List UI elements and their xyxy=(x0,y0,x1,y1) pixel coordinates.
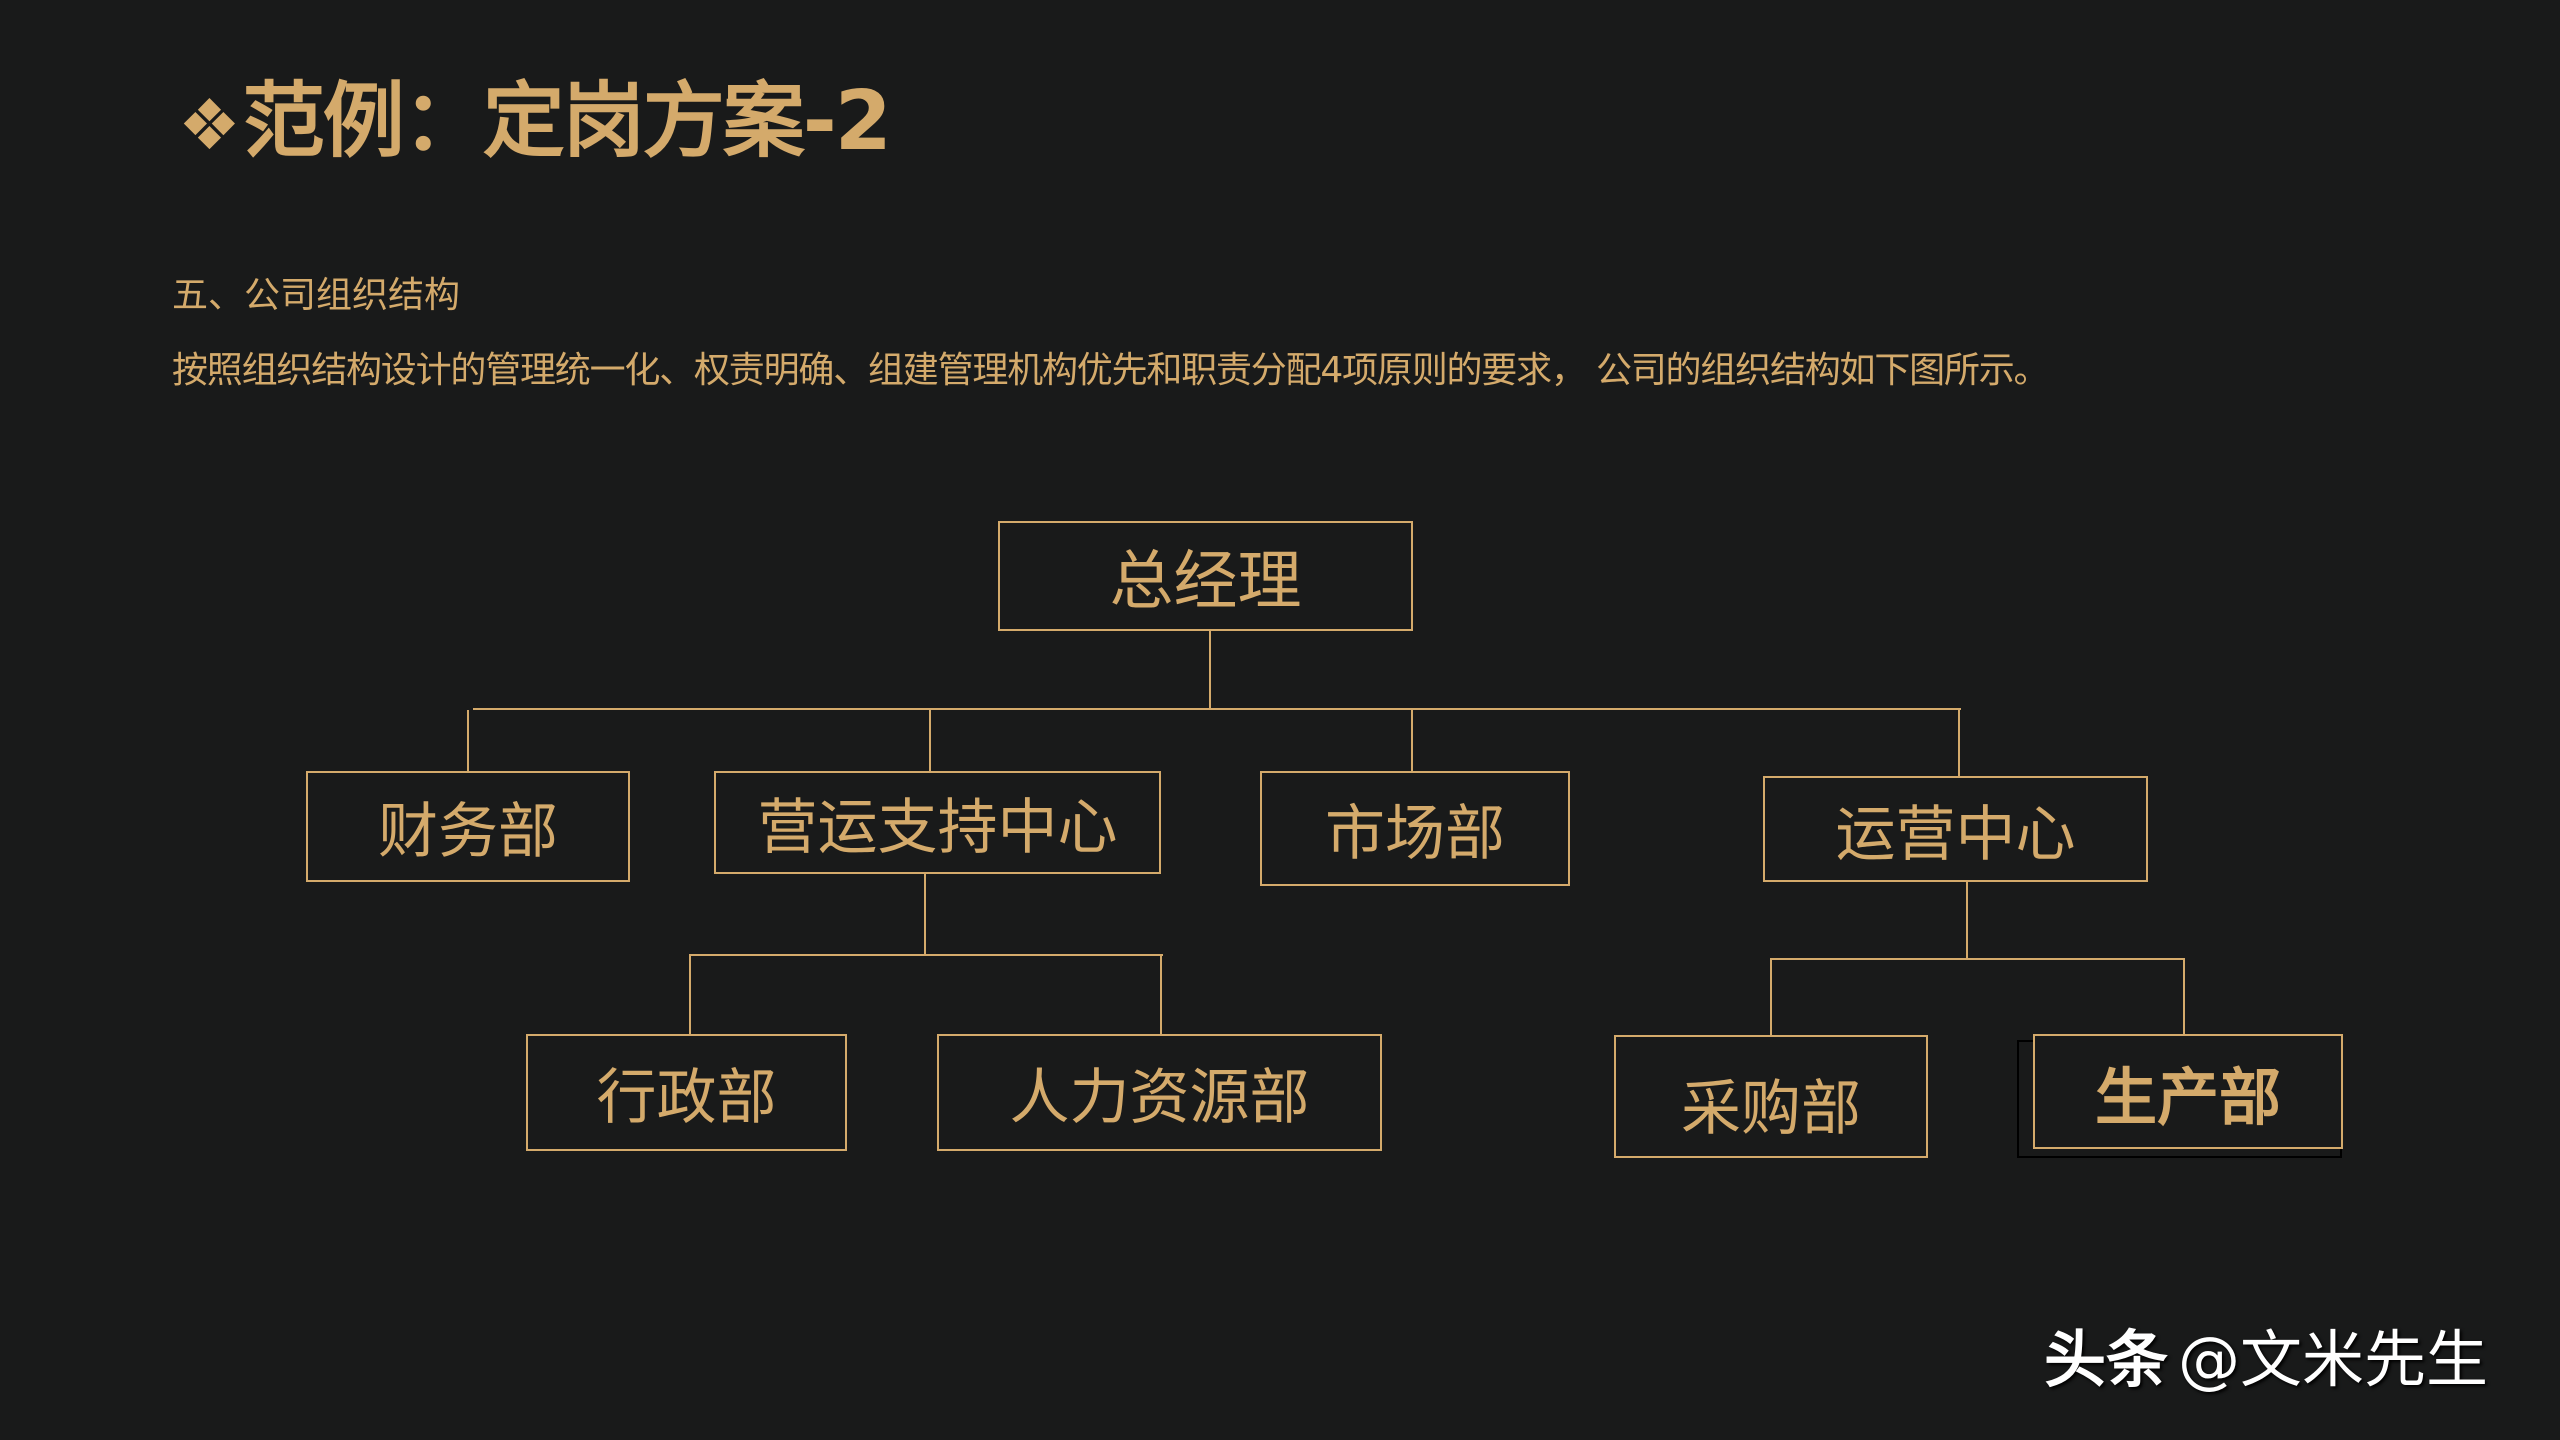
slide-title-text: 范例：定岗方案-2 xyxy=(242,74,892,169)
connector-operations-bus xyxy=(1770,958,2185,960)
org-node-operations-center: 运营中心 xyxy=(1763,776,2148,882)
watermark-brand: 头条 xyxy=(2044,1323,2169,1396)
org-node-hr: 人力资源部 xyxy=(937,1034,1382,1151)
connector-root-down xyxy=(1209,631,1211,710)
org-node-purchasing: 采购部 xyxy=(1614,1035,1928,1158)
section-heading: 五、公司组织结构 xyxy=(172,275,461,316)
org-node-marketing: 市场部 xyxy=(1260,771,1570,886)
connector-operations-down xyxy=(1966,882,1968,960)
slide-title: ❖范例：定岗方案-2 xyxy=(178,70,892,177)
org-node-admin: 行政部 xyxy=(526,1034,847,1151)
connector-operations xyxy=(1958,708,1960,776)
connector-hr xyxy=(1160,954,1162,1034)
connector-marketing xyxy=(1411,708,1413,771)
org-node-production: 生产部 xyxy=(2033,1034,2343,1149)
connector-ops-support-down xyxy=(924,874,926,956)
connector-finance xyxy=(467,710,469,771)
org-node-ops-support-center: 营运支持中心 xyxy=(714,771,1161,874)
connector-level1-bus xyxy=(473,708,1961,710)
watermark-handle: @文米先生 xyxy=(2178,1323,2489,1396)
diamond-bullet-icon: ❖ xyxy=(178,84,241,166)
connector-production xyxy=(2183,958,2185,1036)
connector-ops-support-bus xyxy=(689,954,1163,956)
org-node-general-manager: 总经理 xyxy=(998,521,1413,631)
connector-ops-support xyxy=(929,708,931,771)
body-paragraph: 按照组织结构设计的管理统一化、权责明确、组建管理机构优先和职责分配4项原则的要求… xyxy=(172,350,2050,391)
connector-admin xyxy=(689,954,691,1034)
connector-purchasing xyxy=(1770,958,1772,1035)
watermark: 头条@文米先生 xyxy=(2044,1320,2488,1400)
org-node-finance: 财务部 xyxy=(306,771,630,882)
